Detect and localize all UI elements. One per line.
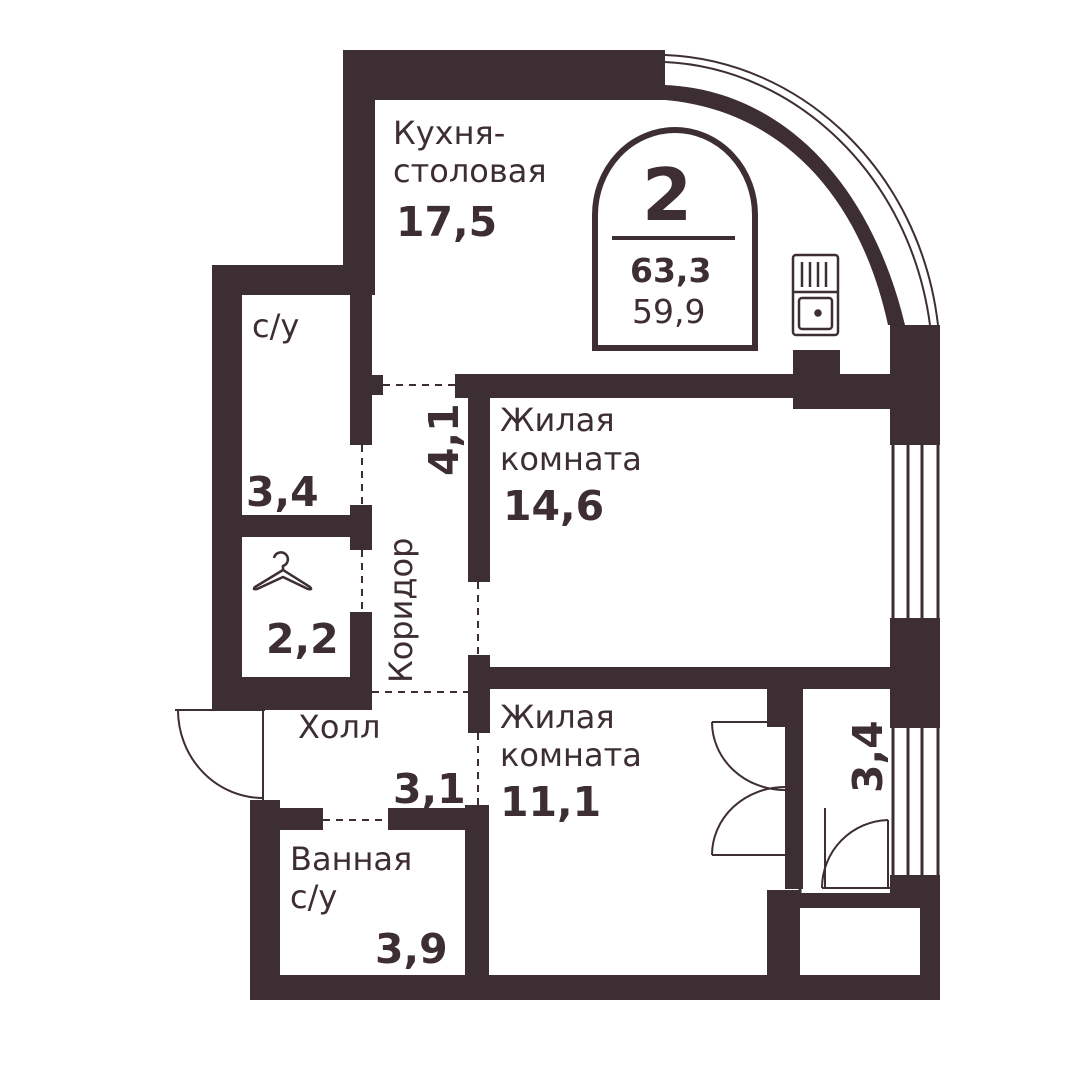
living2-name-line1: Жилая (500, 698, 615, 736)
wc-area: 3,4 (246, 468, 319, 516)
bathroom-name-line1: Ванная (290, 840, 413, 878)
wall-closet-bottom (212, 677, 372, 710)
wall-bottom (250, 975, 940, 1000)
wall-left-outer (212, 265, 242, 710)
rooms-badge (592, 127, 758, 351)
badge-living-area: 59,9 (632, 292, 706, 331)
closet-area: 2,2 (266, 615, 339, 663)
wall-kitchen-left (343, 50, 375, 295)
wall-closet-right-a (350, 505, 372, 550)
wall-living1-left (468, 374, 490, 582)
bathroom-area: 3,9 (375, 925, 448, 973)
wall-living1-top (455, 374, 795, 398)
walls (212, 50, 940, 1000)
kitchen-name-line2: столовая (393, 152, 547, 190)
balcony-curve-outer (664, 54, 939, 326)
kitchen-name-line1: Кухня- (393, 114, 506, 152)
wall-balcony-bottom-right (800, 893, 940, 908)
kitchen-area: 17,5 (396, 198, 498, 246)
corridor-name: Коридор (382, 537, 420, 683)
wall-closet-right-b (350, 612, 372, 690)
hall-name: Холл (298, 708, 381, 746)
living1-area: 14,6 (503, 482, 605, 530)
wall-right-upper (890, 325, 940, 445)
wall-right-mid (890, 618, 940, 728)
wall-wc-right-upper (350, 295, 372, 445)
dashed-openings (323, 384, 479, 821)
wall-living2-left-b (465, 805, 489, 995)
window-icon (798, 445, 940, 975)
badge-total-area: 63,3 (630, 251, 712, 290)
living2-area: 11,1 (500, 778, 602, 826)
wall-living2-left-a (468, 655, 490, 733)
living1-name-line1: Жилая (500, 401, 615, 439)
stove-sink-icon (791, 253, 840, 337)
badge-rooms-count: 2 (642, 153, 693, 237)
wc-name: с/у (252, 307, 300, 345)
balcony-curve-inner (664, 61, 931, 326)
living2-name-line2: комната (500, 736, 642, 774)
wall-bath-top-b (388, 808, 468, 830)
hanger-icon (252, 551, 313, 591)
wall-kitchen-column (793, 350, 840, 408)
wall-top (343, 50, 665, 100)
bathroom-name-line2: с/у (290, 878, 338, 916)
wall-wc-bottom (242, 515, 372, 537)
door-swing-icon (711, 721, 890, 889)
wall-bath-left (250, 800, 280, 995)
wall-curve (665, 85, 905, 325)
living1-name-line2: комната (500, 440, 642, 478)
balcony-area: 3,4 (844, 720, 892, 793)
door-swing-icon (175, 709, 265, 800)
corridor-area: 4,1 (420, 403, 468, 476)
wall-wc-right-stub (350, 375, 383, 395)
wall-living2-top (468, 667, 890, 689)
hall-area: 3,1 (393, 765, 466, 813)
